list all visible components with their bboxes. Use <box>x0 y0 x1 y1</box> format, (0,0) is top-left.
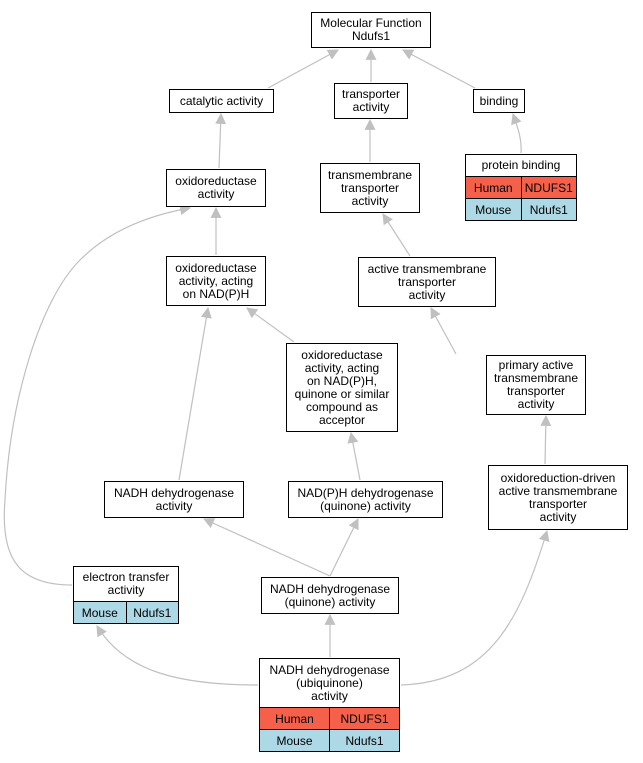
edge-arrow <box>402 49 476 89</box>
edge-arrow <box>215 112 227 169</box>
edge-arrow <box>540 414 552 465</box>
gene-cell: Ndufs1 <box>125 602 179 623</box>
node-label: NAD(P)H dehydrogenase (quinone) activity <box>297 485 434 513</box>
node-oxidoreductase-activity[interactable]: oxidoreductase activity <box>166 169 266 207</box>
mouse-row: Mouse Ndufs1 <box>466 198 576 220</box>
gene-cell: Ndufs1 <box>520 199 577 220</box>
node-primary-active-transmembrane-transporter-activity[interactable]: primary active transmembrane transporter… <box>486 355 586 415</box>
node-label: NADH dehydrogenase activity <box>113 485 235 513</box>
node-molecular-function[interactable]: Molecular Function Ndufs1 <box>311 12 431 48</box>
node-label: active transmembrane transporter activit… <box>367 261 487 302</box>
species-cell: Human <box>275 711 314 726</box>
species-cell: Mouse <box>475 202 512 217</box>
node-nadh-dehydrogenase-activity[interactable]: NADH dehydrogenase activity <box>104 481 244 518</box>
node-binding[interactable]: binding <box>473 89 525 113</box>
node-label: oxidoreductase activity <box>175 174 257 201</box>
node-label: primary active transmembrane transporter… <box>493 358 579 411</box>
edge-arrow <box>382 213 411 257</box>
node-label: protein binding <box>481 158 561 172</box>
node-electron-transfer-activity[interactable]: electron transfer activity Mouse Ndufs1 <box>73 566 179 624</box>
human-row: Human NDUFS1 <box>466 176 576 198</box>
node-oxidoreductase-quinone-acceptor[interactable]: oxidoreductase activity, acting on NAD(P… <box>286 343 398 432</box>
node-label: oxidoreductase activity, acting on NAD(P… <box>294 347 390 427</box>
human-row: Human NDUFS1 <box>260 707 399 729</box>
edge-arrow <box>246 307 295 343</box>
node-oxidoreduction-driven-transporter-activity[interactable]: oxidoreduction-driven active transmembra… <box>488 465 628 530</box>
node-label: Molecular Function Ndufs1 <box>320 16 422 43</box>
edge-arrow <box>267 49 339 89</box>
gene-cell: Ndufs1 <box>329 730 399 751</box>
node-active-transmembrane-transporter-activity[interactable]: active transmembrane transporter activit… <box>358 257 496 307</box>
node-label: transmembrane transporter activity <box>327 167 413 208</box>
node-transporter-activity[interactable]: transporter activity <box>334 83 408 119</box>
edge-arrow <box>3 204 192 586</box>
edge-arrow <box>96 625 259 686</box>
node-label: catalytic activity <box>179 93 264 108</box>
species-cell: Human <box>473 180 513 195</box>
edge-arrow <box>347 431 361 481</box>
edge-arrow <box>329 518 359 577</box>
node-label: NADH dehydrogenase (quinone) activity <box>269 581 391 609</box>
node-nadh-dehydrogenase-quinone-activity[interactable]: NADH dehydrogenase (quinone) activity <box>261 577 399 614</box>
edge-arrow <box>430 307 457 355</box>
node-label: oxidoreduction-driven active transmembra… <box>498 470 618 524</box>
node-oxidoreductase-nadph[interactable]: oxidoreductase activity, acting on NAD(P… <box>166 256 266 306</box>
species-cell: Mouse <box>81 605 118 620</box>
node-label: electron transfer activity <box>82 570 170 597</box>
edge-arrow <box>178 306 212 481</box>
node-nadph-dehydrogenase-quinone-activity[interactable]: NAD(P)H dehydrogenase (quinone) activity <box>288 481 443 518</box>
node-label: NADH dehydrogenase (ubiquinone) activity <box>269 662 390 703</box>
species-cell: Mouse <box>276 733 313 748</box>
edge-arrow <box>202 518 331 577</box>
mouse-row: Mouse Ndufs1 <box>74 601 178 623</box>
node-catalytic-activity[interactable]: catalytic activity <box>169 89 274 113</box>
gene-cell: NDUFS1 <box>520 177 577 198</box>
node-protein-binding[interactable]: protein binding Human NDUFS1 Mouse Ndufs… <box>465 154 577 221</box>
edge-arrow <box>400 529 550 686</box>
node-nadh-dehydrogenase-ubiquinone-activity[interactable]: NADH dehydrogenase (ubiquinone) activity… <box>259 658 400 752</box>
node-label: oxidoreductase activity, acting on NAD(P… <box>175 260 257 301</box>
mouse-row: Mouse Ndufs1 <box>260 729 399 751</box>
edge-arrow <box>511 112 522 154</box>
node-transmembrane-transporter-activity[interactable]: transmembrane transporter activity <box>320 163 420 213</box>
node-label: transporter activity <box>341 87 401 114</box>
gene-cell: NDUFS1 <box>329 708 399 729</box>
node-label: binding <box>479 93 519 108</box>
